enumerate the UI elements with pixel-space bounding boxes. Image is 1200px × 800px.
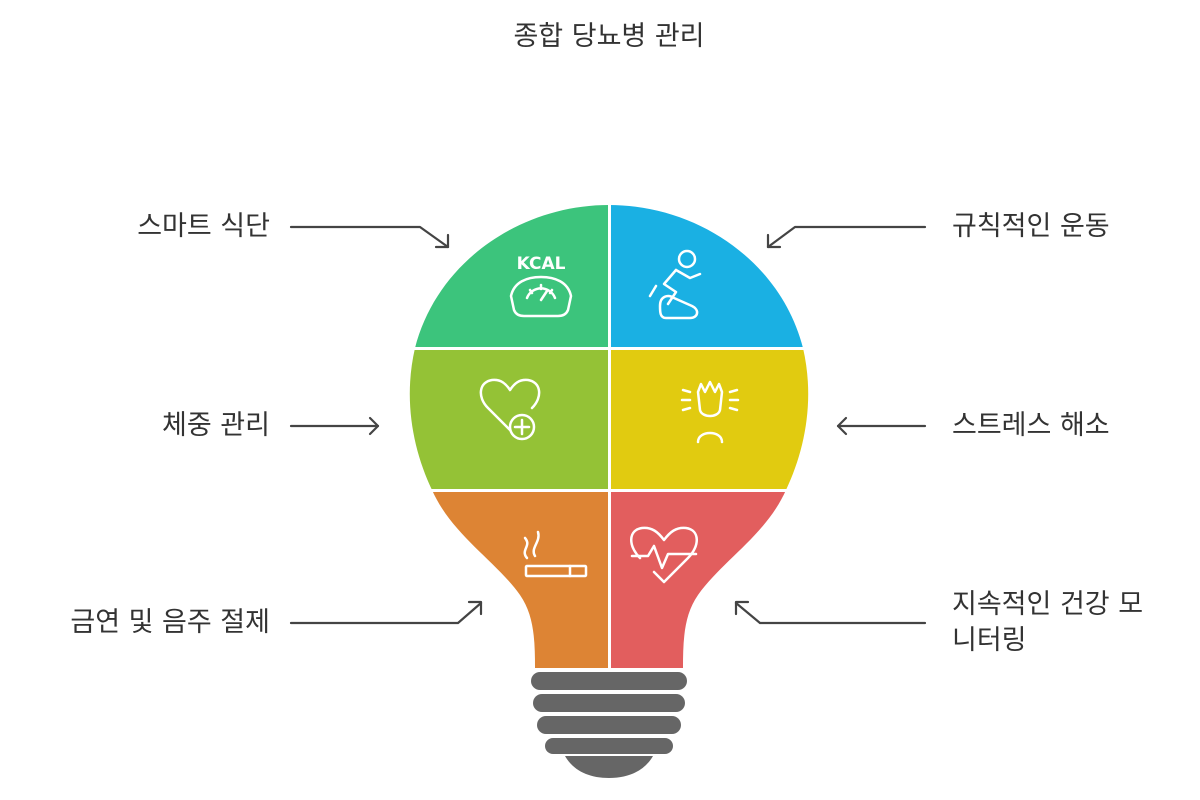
arrow-smart-diet: [289, 225, 450, 249]
segment-stress: [611, 350, 809, 489]
diagram-title: 종합 당뇨병 관리: [513, 21, 705, 52]
svg-text:KCAL: KCAL: [517, 254, 566, 274]
segment-smart-diet: [409, 205, 608, 347]
label-exercise: 규칙적인 운동: [952, 211, 1110, 242]
segment-exercise: [611, 205, 809, 347]
label-smoking: 금연 및 음주 절제: [70, 607, 270, 638]
stressed-person-icon: [680, 380, 740, 444]
cigarette-icon: [523, 530, 588, 578]
heartbeat-icon: [630, 526, 698, 584]
label-monitoring-line1: 지속적인 건강 모: [952, 589, 1144, 620]
bulb-base: [531, 672, 687, 778]
segment-weight: [409, 350, 608, 489]
label-stress: 스트레스 해소: [952, 410, 1110, 441]
arrow-exercise: [766, 225, 927, 249]
label-monitoring-line2: 니터링: [952, 625, 1027, 656]
label-smart-diet: 스마트 식단: [137, 211, 270, 242]
exercise-bike-icon: [648, 249, 702, 320]
segment-monitoring: [611, 492, 809, 668]
arrow-smoking: [289, 600, 483, 625]
arrow-weight: [289, 416, 380, 436]
label-weight: 체중 관리: [162, 410, 270, 441]
heart-plus-icon: [479, 378, 541, 441]
arrow-monitoring: [734, 600, 927, 625]
arrow-stress: [836, 416, 927, 436]
kcal-scale-icon: KCAL: [509, 254, 573, 318]
segment-smoking: [409, 492, 608, 668]
